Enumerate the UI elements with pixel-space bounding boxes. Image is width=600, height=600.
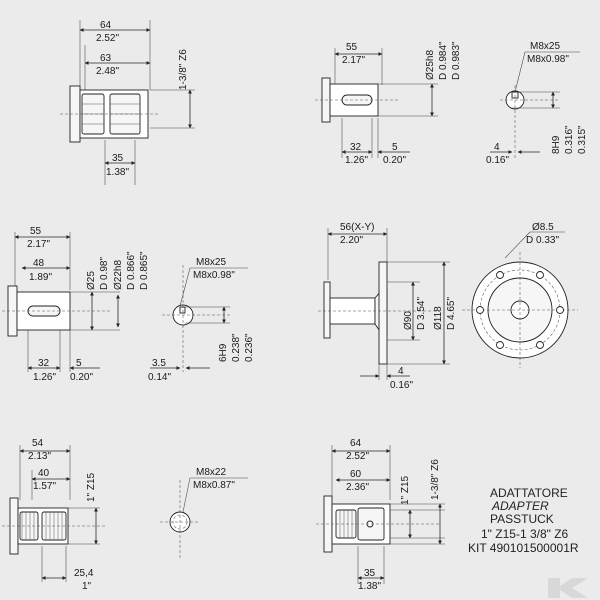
dim-offset-mm: 5 (76, 358, 82, 369)
dim-inner-in: 1.89" (29, 272, 52, 283)
dim-inner-mm: 63 (100, 53, 112, 64)
dim-offset-in: 0.20" (383, 155, 406, 166)
title-spec: 1" Z15-1 3/8" Z6 (481, 527, 569, 541)
dim-diameter2-mm: Ø118 (433, 306, 444, 330)
dim-thread: M8x25 (196, 257, 226, 268)
dim-offset-in: 0.16" (390, 380, 413, 391)
dim-diameter-mm: Ø25 (86, 271, 97, 290)
title-block: ADATTATORE ADAPTER PASSTUCK 1" Z15-1 3/8… (468, 486, 579, 555)
dim-diameter-in: D 0.98" (99, 257, 110, 290)
dim-diameter2-in-max: D 0.866" (126, 251, 137, 290)
dim-offset-mm: 5 (392, 142, 398, 153)
dim-base-in: 1.38" (358, 581, 381, 592)
dim-length-mm: 56(X-Y) (340, 222, 374, 233)
view-double-spline-adapter: 64 2.52" 60 2.36" 1" Z15 1-3/8" Z6 35 1.… (316, 438, 445, 592)
dim-offset-in: 0.16" (486, 155, 509, 166)
dim-key-len-in: 1.26" (33, 372, 56, 383)
dim-key-width-mm: 8H9 (551, 135, 562, 154)
dim-base-mm: 35 (112, 153, 124, 164)
dim-length-in: 2.13" (28, 451, 51, 462)
view-end-m8x22: M8x22 M8x0.87" (160, 467, 248, 560)
view-flange-front: Ø8.5 D 0.33" (462, 222, 578, 368)
kramp-k-logo-icon (548, 578, 588, 598)
view-spline-adapter-z6: 64 2.52" 63 2.48" 1-3/8" Z6 35 1.38" (60, 20, 195, 185)
dim-diameter2-in: D 4.65" (446, 297, 457, 330)
dim-diameter-in-min: D 0.983" (451, 41, 462, 80)
dim-offset-in: 0.14" (148, 372, 171, 383)
dim-key-width-in-max: 0.238" (231, 333, 242, 362)
dim-inner-in: 2.36" (346, 482, 369, 493)
dim-hole-mm: Ø8.5 (532, 222, 554, 233)
dim-length-in: 2.52" (96, 33, 119, 44)
dim-thread-in: M8x0.98" (527, 54, 569, 65)
dim-key-len-in: 1.26" (345, 155, 368, 166)
dim-inner-mm: 48 (33, 258, 45, 269)
title-kit-code: KIT 490101500001R (468, 541, 579, 555)
dim-length-in: 2.52" (346, 451, 369, 462)
dim-key-len-mm: 32 (38, 358, 50, 369)
dim-base-in: 1" (82, 581, 92, 592)
title-english: ADAPTER (491, 499, 549, 513)
dim-diameter1-mm: Ø90 (403, 311, 414, 330)
dim-spline-z15: 1" Z15 (86, 472, 97, 502)
dim-length-mm: 55 (346, 42, 358, 53)
dim-offset-mm: 3.5 (152, 358, 166, 369)
dim-diameter-mm: Ø25h8 (425, 50, 436, 80)
dim-base-in: 1.38" (106, 167, 129, 178)
dim-key-len-mm: 32 (350, 142, 362, 153)
dim-length-mm: 64 (100, 20, 112, 31)
dim-length-in: 2.17" (342, 55, 365, 66)
dim-offset-mm: 4 (494, 142, 500, 153)
dim-diameter-in-max: D 0.984" (438, 41, 449, 80)
view-keyed-shaft-22: 55 2.17" 48 1.89" Ø25 D 0.98" Ø22h8 D 0.… (2, 226, 150, 383)
dim-length-mm: 55 (30, 226, 42, 237)
view-flange-side: 56(X-Y) 2.20" Ø90 D 3.54" Ø118 D 4.65" 4… (318, 222, 457, 391)
dim-key-width-in-min: 0.315" (577, 125, 588, 154)
dim-diameter2-mm: Ø22h8 (113, 260, 124, 290)
dim-diameter2-in-min: D 0.865" (139, 251, 150, 290)
dim-hole-in: D 0.33" (526, 235, 559, 246)
dim-thread-in: M8x0.87" (193, 480, 235, 491)
view-keyed-shaft-25: 55 2.17" Ø25h8 D 0.984" D 0.983" 32 1.26… (315, 41, 462, 166)
dim-length-in: 2.20" (340, 235, 363, 246)
view-end-m8x25-8h9: M8x25 M8x0.98" 8H9 0.316" 0.315" 4 0.16" (486, 41, 588, 166)
dim-inner-in: 1.57" (33, 481, 56, 492)
dim-length-mm: 54 (32, 438, 44, 449)
dim-base-mm: 25,4 (74, 568, 94, 579)
dim-diameter1-in: D 3.54" (416, 297, 427, 330)
view-spline-adapter-z15: 54 2.13" 40 1.57" 1" Z15 25,4 1" (2, 438, 105, 592)
dim-spline-z15: 1" Z15 (400, 475, 411, 505)
dim-base-mm: 35 (364, 568, 376, 579)
dim-length-mm: 64 (350, 438, 362, 449)
dim-inner-in: 2.48" (96, 66, 119, 77)
dim-spline-z6: 1-3/8" Z6 (430, 459, 441, 500)
dim-offset-in: 0.20" (70, 372, 93, 383)
view-end-m8x25-6h9: M8x25 M8x0.98" 6H9 0.238" 0.236" 3.5 0.1… (148, 257, 255, 383)
dim-key-width-in-max: 0.316" (564, 125, 575, 154)
dim-key-width-in-min: 0.236" (244, 333, 255, 362)
dim-thread: M8x25 (530, 41, 560, 52)
dim-inner-mm: 60 (350, 469, 362, 480)
dim-inner-mm: 40 (38, 468, 50, 479)
title-italian: ADATTATORE (490, 486, 568, 500)
dim-key-width-mm: 6H9 (218, 343, 229, 362)
dim-thread: M8x22 (196, 467, 226, 478)
dim-offset-mm: 4 (398, 366, 404, 377)
dim-spline-z6: 1-3/8" Z6 (178, 49, 189, 90)
title-german: PASSTUCK (490, 512, 554, 526)
dim-length-in: 2.17" (27, 239, 50, 250)
dim-thread-in: M8x0.98" (193, 270, 235, 281)
